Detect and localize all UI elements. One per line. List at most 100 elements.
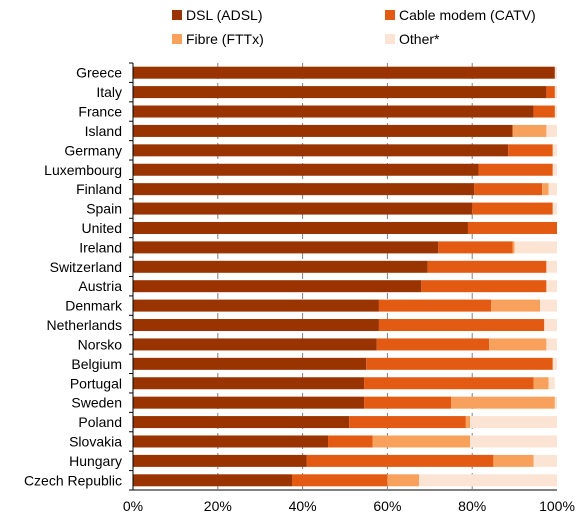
category-label: France xyxy=(78,104,122,120)
bar-segment xyxy=(364,377,534,390)
bar-segment xyxy=(470,435,557,448)
category-label: Italy xyxy=(96,84,122,100)
bar-segment xyxy=(533,377,549,390)
bar-segment xyxy=(364,396,451,409)
category-label: Netherlands xyxy=(47,317,123,333)
bar-segment xyxy=(554,105,557,118)
bar-segment xyxy=(133,144,509,157)
category-label: Switzerland xyxy=(50,259,122,275)
bar-segment xyxy=(133,163,479,176)
bar-segment xyxy=(546,260,557,273)
bar-segment xyxy=(328,435,373,448)
bar-segment xyxy=(419,474,557,487)
bar-segment xyxy=(493,454,534,467)
bar-segment xyxy=(292,474,388,487)
legend-label: Cable modem (CATV) xyxy=(399,7,536,23)
bar-segment xyxy=(546,280,557,293)
x-tick-label: 0% xyxy=(123,498,143,514)
bar-segment xyxy=(552,163,557,176)
bar-segment xyxy=(554,86,557,99)
bar-segment xyxy=(489,338,547,351)
legend-label: Fibre (FTTx) xyxy=(186,31,264,47)
category-label: Greece xyxy=(76,65,122,81)
bar-segment xyxy=(546,86,555,99)
bar-segment xyxy=(546,124,557,137)
bar-segment xyxy=(133,474,292,487)
bar-segment xyxy=(533,105,555,118)
bar-segment xyxy=(421,280,547,293)
bar-segment xyxy=(133,280,422,293)
legend-swatch xyxy=(385,34,395,44)
bar-segment xyxy=(451,396,555,409)
bar-segment xyxy=(133,396,365,409)
bar-segment xyxy=(133,377,365,390)
category-label: Finland xyxy=(76,181,122,197)
legend-label: Other* xyxy=(399,31,440,47)
category-label: Spain xyxy=(86,201,122,217)
bar-segment xyxy=(540,299,557,312)
bar-segment xyxy=(554,396,557,409)
bar-segment xyxy=(133,124,513,137)
category-label: Slovakia xyxy=(69,433,122,449)
category-label: United xyxy=(82,220,122,236)
bar-segment xyxy=(467,221,557,234)
legend-label: DSL (ADSL) xyxy=(186,7,263,23)
category-label: Hungary xyxy=(69,453,122,469)
bar-segment xyxy=(533,454,557,467)
bar-segment xyxy=(378,319,545,332)
bar-segment xyxy=(508,144,553,157)
bar-segment xyxy=(306,454,494,467)
x-tick-label: 100% xyxy=(539,498,575,514)
category-label: Ireland xyxy=(79,239,122,255)
bar-segment xyxy=(133,86,547,99)
bar-segment xyxy=(542,183,549,196)
bar-segment xyxy=(387,474,420,487)
category-label: Luxembourg xyxy=(44,162,122,178)
category-label: Sweden xyxy=(71,395,122,411)
axes: 0%20%40%60%80%100%GreeceItalyFranceIslan… xyxy=(24,62,575,514)
bars xyxy=(133,66,557,487)
category-label: Island xyxy=(85,123,122,139)
bar-segment xyxy=(133,319,379,332)
bar-segment xyxy=(133,183,475,196)
bar-segment xyxy=(366,357,553,370)
category-label: Poland xyxy=(78,414,122,430)
category-label: Portugal xyxy=(70,375,122,391)
bar-segment xyxy=(552,357,557,370)
category-label: Austria xyxy=(78,278,122,294)
bar-segment xyxy=(376,338,490,351)
bar-segment xyxy=(554,66,557,79)
legend: DSL (ADSL) Cable modem (CATV) Fibre (FTTx)… xyxy=(172,7,536,47)
category-label: Czech Republic xyxy=(24,472,122,488)
legend-swatch xyxy=(172,10,182,20)
bar-segment xyxy=(514,241,557,254)
bar-segment xyxy=(372,435,471,448)
bar-segment xyxy=(512,241,515,254)
category-label: Denmark xyxy=(65,298,123,314)
x-tick-label: 20% xyxy=(204,498,232,514)
x-tick-label: 40% xyxy=(289,498,317,514)
bar-segment xyxy=(133,299,379,312)
bar-segment xyxy=(470,416,557,429)
bar-segment xyxy=(512,124,547,137)
bar-segment xyxy=(133,202,473,215)
bar-segment xyxy=(427,260,547,273)
category-label: Norsko xyxy=(78,336,123,352)
bar-segment xyxy=(552,144,557,157)
x-tick-label: 80% xyxy=(458,498,486,514)
legend-swatch xyxy=(172,34,182,44)
category-label: Belgium xyxy=(71,356,122,372)
bar-segment xyxy=(548,377,555,390)
bar-segment xyxy=(548,183,557,196)
bar-segment xyxy=(133,454,307,467)
bar-segment xyxy=(349,416,466,429)
bar-segment xyxy=(133,105,534,118)
legend-swatch xyxy=(385,10,395,20)
bar-segment xyxy=(133,260,428,273)
bar-segment xyxy=(133,66,555,79)
bar-segment xyxy=(544,319,557,332)
bar-segment xyxy=(478,163,553,176)
bar-segment xyxy=(491,299,541,312)
bar-segment xyxy=(474,183,543,196)
